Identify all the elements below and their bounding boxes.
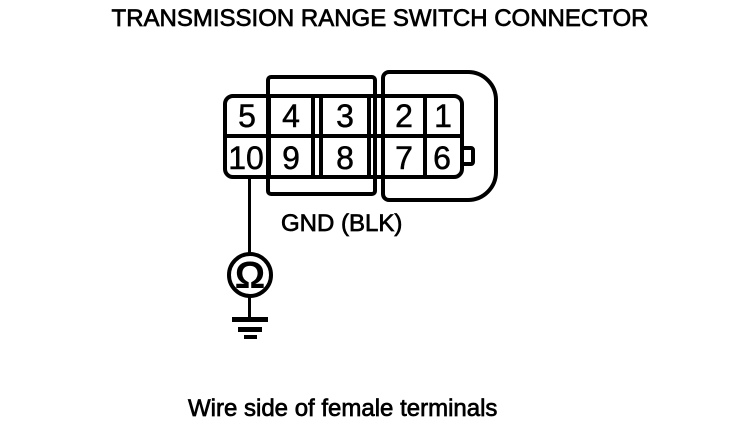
grid-line-middle [223,134,464,138]
pin-cell-9: 9 [282,140,300,176]
pin-cell-10: 10 [228,140,264,176]
pin-cell-2: 2 [395,98,413,134]
ground-bar-3 [244,335,257,339]
gnd-wire-label: GND (BLK) [281,210,403,238]
page-title: TRANSMISSION RANGE SWITCH CONNECTOR [111,5,649,33]
test-wire-pin-10 [248,176,251,254]
pin-cell-5: 5 [238,98,256,134]
ground-bar-2 [238,327,262,332]
ground-stem [248,296,251,319]
pin-cell-1: 1 [434,98,452,134]
ohmmeter-icon: Ω [227,252,273,298]
ohm-symbol: Ω [234,255,266,297]
pin-cell-7: 7 [395,140,413,176]
pin-cell-6: 6 [433,140,451,176]
pin-cell-3: 3 [336,98,354,134]
caption-wire-side: Wire side of female terminals [188,395,498,423]
ground-bar-1 [232,317,268,322]
pin-cell-8: 8 [336,140,354,176]
pin-cell-4: 4 [282,98,300,134]
